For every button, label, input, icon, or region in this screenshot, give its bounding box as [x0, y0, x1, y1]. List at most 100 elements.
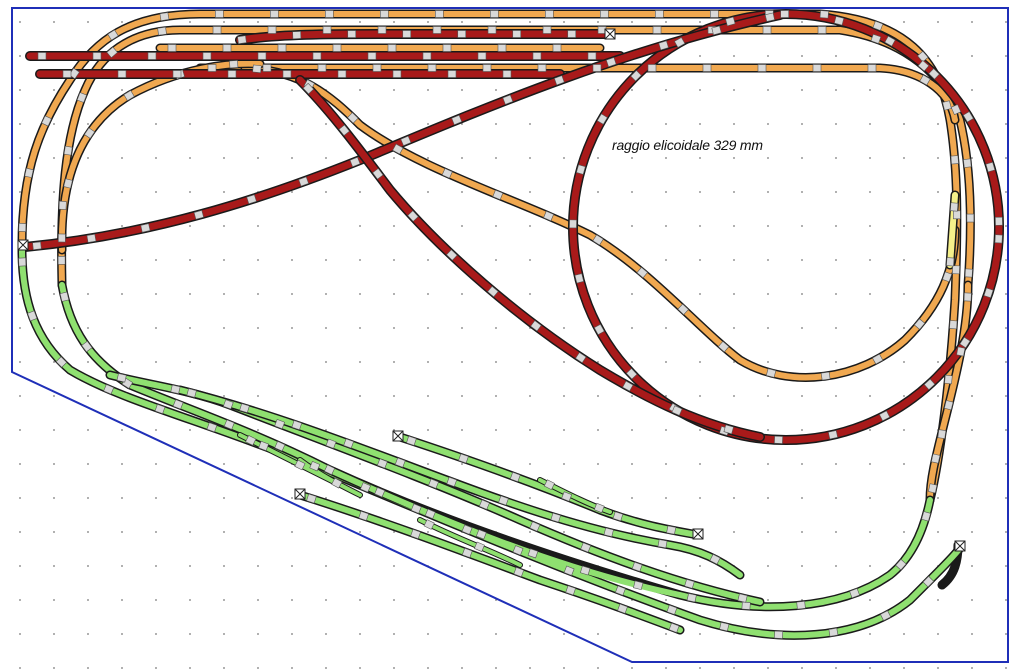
rail-joiner [780, 10, 790, 18]
rail-joiner [953, 210, 961, 220]
helix-radius-label: raggio elicoidale 329 mm [612, 137, 763, 153]
grid-dot [597, 463, 599, 465]
grid-dot [427, 157, 429, 159]
rail-joiner [677, 303, 689, 316]
rail-joiner [922, 575, 935, 588]
grid-dot [801, 667, 803, 669]
rail-joiner [812, 64, 822, 72]
grid-dot [53, 327, 55, 329]
grid-dot [937, 327, 939, 329]
grid-dot [19, 463, 21, 465]
grid-dot [155, 191, 157, 193]
grid-dot [529, 225, 531, 227]
grid-dot [189, 633, 191, 635]
grid-dot [257, 497, 259, 499]
grid-dot [971, 55, 973, 57]
grid-dot [393, 293, 395, 295]
grid-dot [495, 429, 497, 431]
rail-joiner [172, 70, 182, 78]
rail-joiner [298, 176, 309, 187]
grid-dot [427, 327, 429, 329]
grid-dot [427, 599, 429, 601]
grid-dot [257, 225, 259, 227]
grid-dot [53, 89, 55, 91]
grid-dot [699, 259, 701, 261]
buffer-stop [692, 528, 704, 540]
grid-dot [903, 463, 905, 465]
rail-joiner [574, 273, 584, 284]
grid-dot [461, 429, 463, 431]
grid-dot [665, 463, 667, 465]
rail-joiner [625, 368, 638, 380]
rail-joiner [435, 10, 444, 18]
grid-dot [937, 531, 939, 533]
grid-dot [53, 157, 55, 159]
grid-dot [19, 395, 21, 397]
buffer-stop [294, 488, 306, 500]
grid-dot [563, 531, 565, 533]
grid-dot [529, 395, 531, 397]
grid-dot [835, 327, 837, 329]
rail-joiner [872, 20, 884, 31]
grid-dot [835, 531, 837, 533]
grid-dot [665, 565, 667, 567]
grid-dot [53, 361, 55, 363]
rail-joiner [587, 52, 597, 60]
green-track-middle [59, 282, 933, 610]
grid-dot [359, 531, 361, 533]
rail-joiner [593, 323, 605, 336]
grid-dot [971, 463, 973, 465]
rail-joiner [312, 52, 322, 60]
grid-dot [325, 191, 327, 193]
grid-dot [87, 191, 89, 193]
rail-joiner [964, 268, 973, 278]
grid-dot [359, 633, 361, 635]
grid-dot [767, 429, 769, 431]
rail-joiner [725, 16, 736, 27]
grid-dot [563, 123, 565, 125]
grid-dot [835, 497, 837, 499]
rail-joiner [62, 70, 72, 78]
grid-dot [291, 395, 293, 397]
rail-joiner [442, 44, 452, 52]
grid-dot [393, 599, 395, 601]
grid-dot [325, 599, 327, 601]
grid-dot [155, 565, 157, 567]
grid-dot [1005, 191, 1007, 193]
rail-joiner [674, 37, 686, 48]
rail-joiner [227, 70, 237, 78]
rail-joiner [774, 630, 784, 639]
rail-joiner [966, 213, 975, 223]
grid-dot [291, 497, 293, 499]
rail-joiner [239, 403, 250, 413]
grid-dot [495, 123, 497, 125]
grid-dot [189, 429, 191, 431]
grid-dot [903, 633, 905, 635]
rail-joiner [461, 547, 473, 558]
rail-joiner [575, 352, 587, 364]
grid-dot [223, 293, 225, 295]
rail-joiner [817, 26, 827, 34]
grid-dot [733, 293, 735, 295]
rail-joiner [428, 478, 439, 489]
grid-dot [597, 191, 599, 193]
rail-joiner [532, 52, 542, 60]
buffer-stop [17, 239, 29, 251]
rail-joiner [928, 483, 938, 494]
rail-joiner [950, 104, 962, 116]
grid-dot [189, 293, 191, 295]
grid-dot [869, 191, 871, 193]
grid-dot [597, 633, 599, 635]
grid-dot [53, 599, 55, 601]
grid-dot [597, 157, 599, 159]
rail-joiner [68, 67, 80, 80]
buffer-stop [954, 540, 966, 552]
rail-joiner [497, 44, 507, 52]
grid-dot [801, 565, 803, 567]
rail-joiner [447, 70, 457, 78]
rail-joiner [592, 64, 602, 72]
grid-dot [835, 463, 837, 465]
grid-dot [359, 327, 361, 329]
grid-dot [801, 361, 803, 363]
